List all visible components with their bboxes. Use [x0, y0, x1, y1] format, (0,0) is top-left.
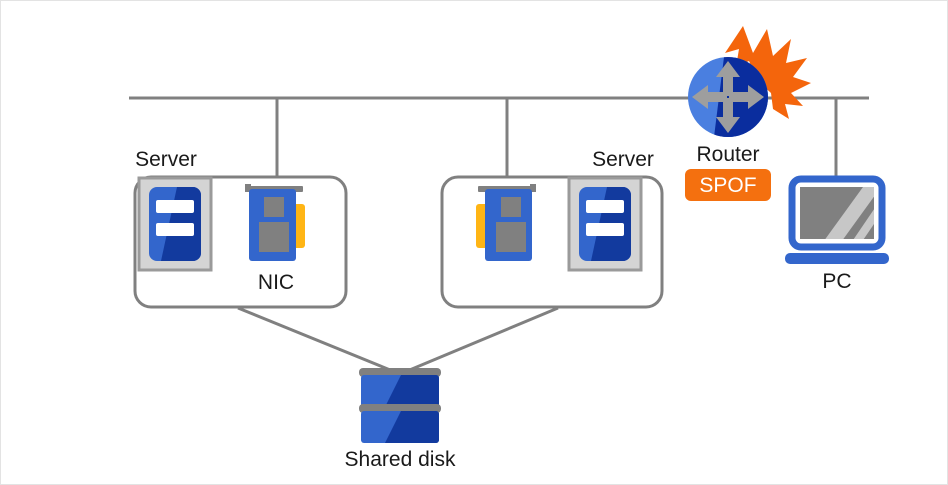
- nic-left-label: NIC: [258, 271, 294, 294]
- disk-link-right: [399, 306, 559, 376]
- disk-top-bar: [359, 368, 441, 377]
- pc-base: [785, 253, 889, 264]
- server-group-right[interactable]: [440, 175, 664, 309]
- shared-disk-label: Shared disk: [345, 448, 456, 471]
- router-arrows-icon: [692, 61, 764, 133]
- spof-badge[interactable]: SPOF: [685, 169, 771, 201]
- shared-disk-node[interactable]: [359, 368, 441, 443]
- server-icon-right: [567, 176, 643, 272]
- router-node[interactable]: [688, 57, 768, 137]
- server-icon-left: [137, 176, 213, 272]
- spof-badge-label: SPOF: [699, 174, 756, 197]
- nic-icon-right: [476, 184, 536, 261]
- pc-screen-glare-icon: [825, 187, 874, 239]
- router-label: Router: [696, 143, 759, 166]
- server-right-label: Server: [592, 148, 654, 171]
- failure-burst-icon: [725, 26, 811, 119]
- nic-icon-left: [245, 184, 305, 261]
- pc-node[interactable]: [785, 175, 895, 264]
- server-group-left[interactable]: NIC: [133, 175, 348, 309]
- server-left-label: Server: [135, 148, 197, 171]
- pc-label: PC: [822, 270, 851, 293]
- disk-mid-bar: [359, 404, 441, 413]
- disk-link-left: [237, 306, 401, 376]
